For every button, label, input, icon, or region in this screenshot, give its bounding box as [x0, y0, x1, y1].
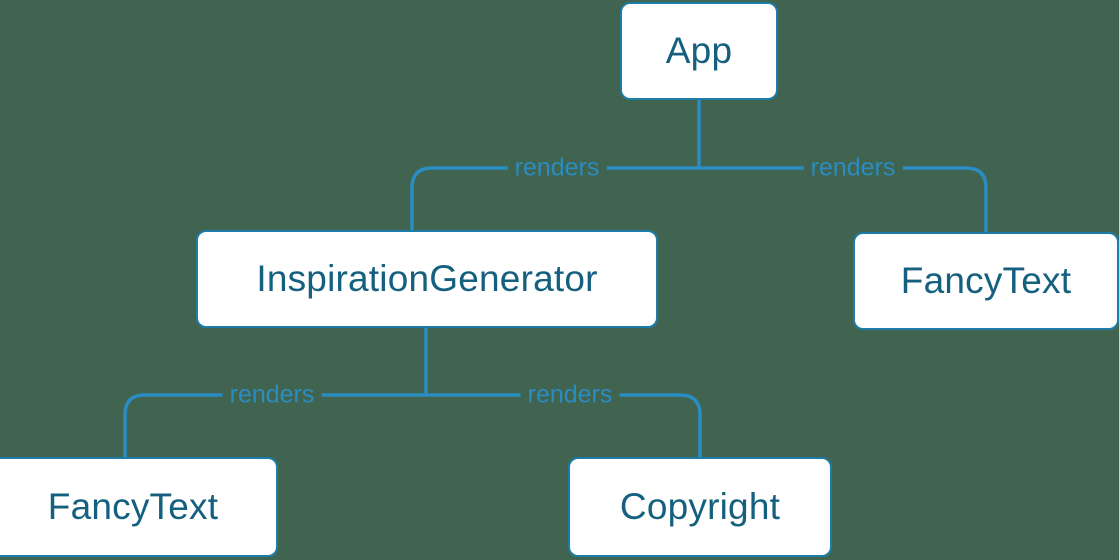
edge-app-to-inspirationgenerator	[410, 166, 701, 232]
edge-inspirationgenerator-to-copyright	[424, 393, 702, 459]
edge-label-inspirationgenerator-copyright: renders	[520, 380, 620, 410]
edge-app-to-fancytext-right	[697, 166, 988, 234]
node-app-label: App	[665, 30, 733, 71]
node-copyright-label: Copyright	[619, 486, 781, 527]
edge-label-app-fancytext-right: renders	[803, 153, 903, 183]
node-app[interactable]: App	[620, 2, 778, 100]
edge-inspirationgenerator-to-fancytext-left	[123, 393, 428, 459]
node-fancytext-left[interactable]: FancyText	[0, 457, 278, 557]
node-inspiration-generator[interactable]: InspirationGenerator	[196, 230, 658, 328]
node-fancytext-right[interactable]: FancyText	[853, 232, 1119, 330]
node-fancytext-right-label: FancyText	[900, 260, 1072, 301]
edge-label-app-inspirationgenerator: renders	[507, 153, 607, 183]
node-copyright[interactable]: Copyright	[568, 457, 832, 557]
node-inspiration-generator-label: InspirationGenerator	[256, 258, 598, 299]
edge-label-inspirationgenerator-fancytext-left: renders	[222, 380, 322, 410]
node-fancytext-left-label: FancyText	[47, 486, 219, 527]
